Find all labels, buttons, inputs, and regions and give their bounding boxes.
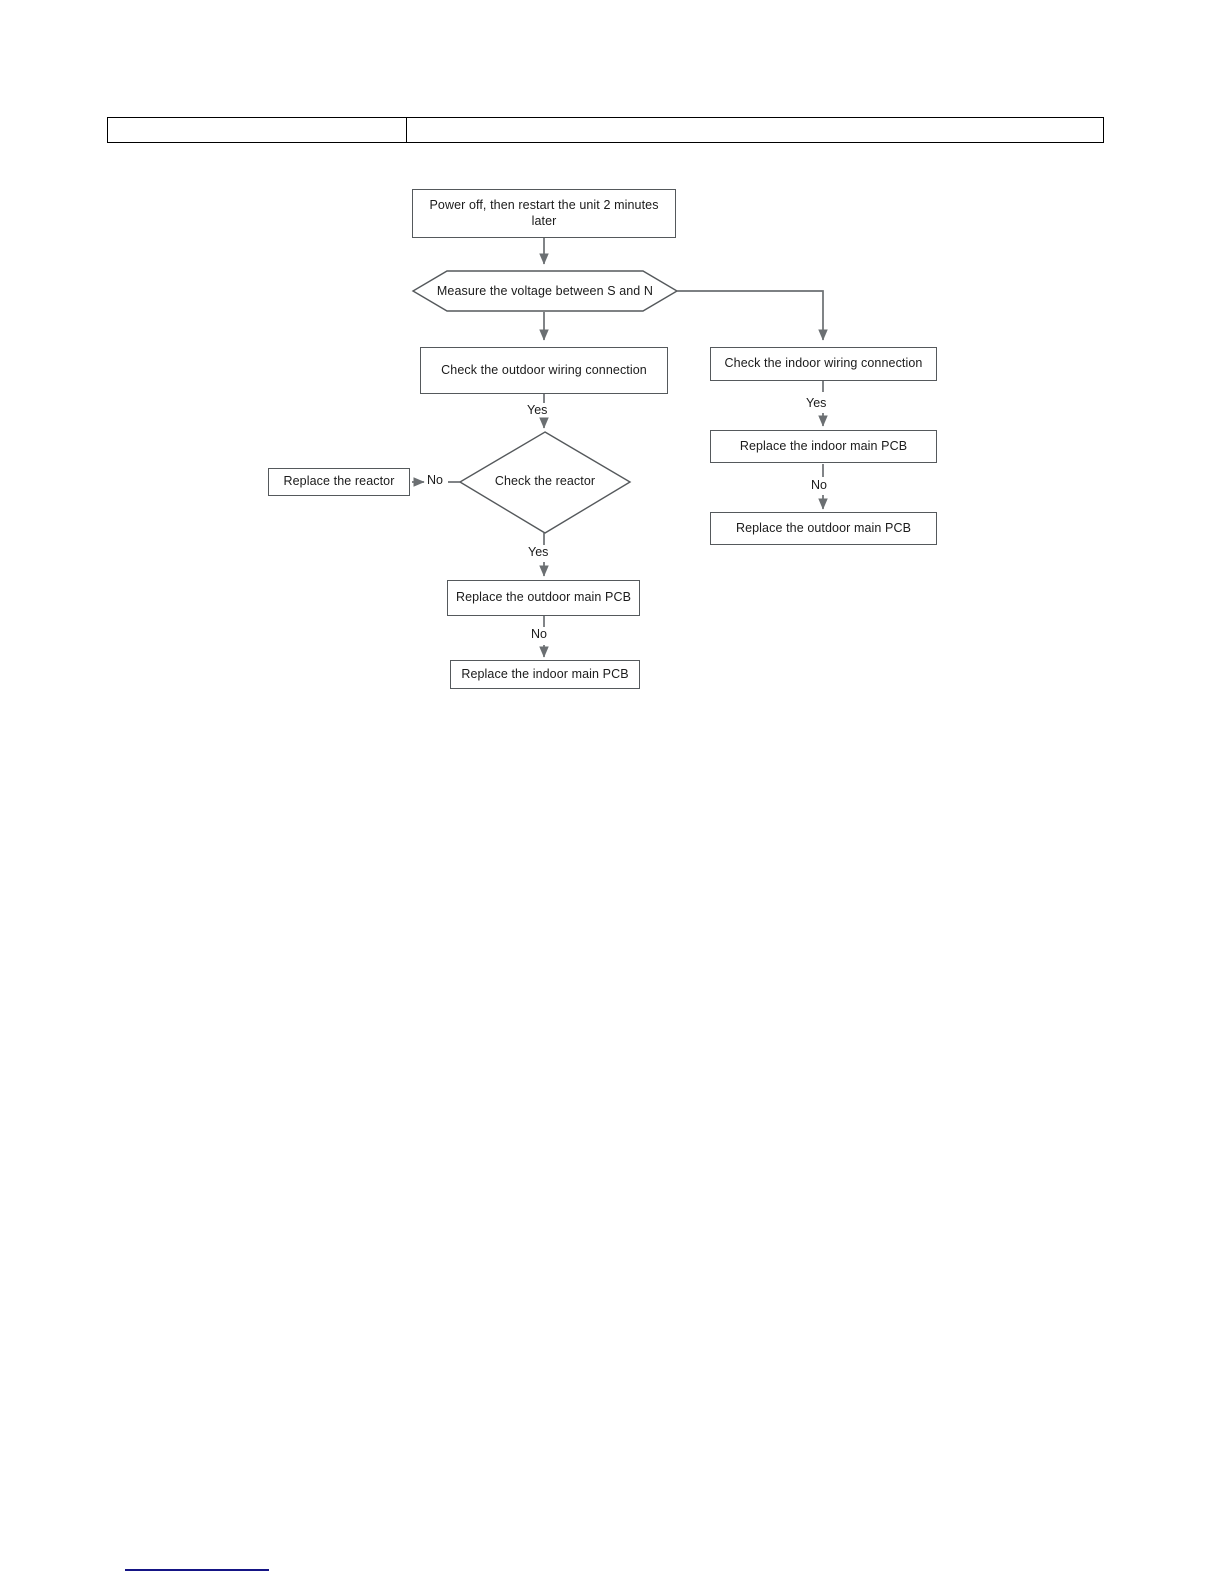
node-replace-indoor-main-pcb-left[interactable]: Replace the indoor main PCB bbox=[450, 660, 640, 689]
header-table bbox=[107, 117, 1104, 143]
node-replace-outdoor-main-pcb-right[interactable]: Replace the outdoor main PCB bbox=[710, 512, 937, 545]
node-replace-indoor-main-pcb-right[interactable]: Replace the indoor main PCB bbox=[710, 430, 937, 463]
header-cell-right bbox=[406, 117, 1104, 143]
edge-label-outdoor-wiring-yes: Yes bbox=[525, 403, 550, 417]
edge-label-left-pcb-no: No bbox=[529, 627, 549, 641]
node-label: Replace the reactor bbox=[283, 474, 395, 489]
header-cell-left bbox=[107, 117, 407, 143]
edge-label-right-pcb-no: No bbox=[809, 478, 829, 492]
node-label: Measure the voltage between S and N bbox=[436, 283, 654, 298]
node-label: Check the reactor bbox=[494, 474, 596, 489]
node-label: Replace the outdoor main PCB bbox=[455, 590, 632, 605]
node-label: Power off, then restart the unit 2 minut… bbox=[429, 198, 659, 228]
edge-label-reactor-yes: Yes bbox=[526, 545, 551, 559]
node-label: Replace the indoor main PCB bbox=[739, 438, 908, 453]
node-label: Replace the indoor main PCB bbox=[461, 666, 629, 681]
node-label: Check the indoor wiring connection bbox=[724, 356, 923, 371]
node-check-reactor[interactable]: Check the reactor bbox=[462, 466, 628, 498]
node-measure-voltage[interactable]: Measure the voltage between S and N bbox=[413, 271, 677, 312]
node-power-off-restart[interactable]: Power off, then restart the unit 2 minut… bbox=[412, 189, 676, 238]
node-check-indoor-wiring[interactable]: Check the indoor wiring connection bbox=[710, 347, 937, 381]
edge-label-indoor-wiring-yes: Yes bbox=[804, 396, 829, 410]
footnote-separator bbox=[125, 1569, 269, 1571]
edge-label-reactor-no: No bbox=[425, 473, 445, 487]
connector-measure-to-indoor-wiring bbox=[677, 290, 828, 341]
node-replace-outdoor-main-pcb-left[interactable]: Replace the outdoor main PCB bbox=[447, 580, 640, 616]
node-label: Check the outdoor wiring connection bbox=[441, 362, 647, 377]
node-check-outdoor-wiring[interactable]: Check the outdoor wiring connection bbox=[420, 347, 668, 394]
node-label: Replace the outdoor main PCB bbox=[735, 520, 912, 535]
table-row bbox=[107, 117, 1104, 143]
node-replace-reactor[interactable]: Replace the reactor bbox=[268, 468, 410, 496]
